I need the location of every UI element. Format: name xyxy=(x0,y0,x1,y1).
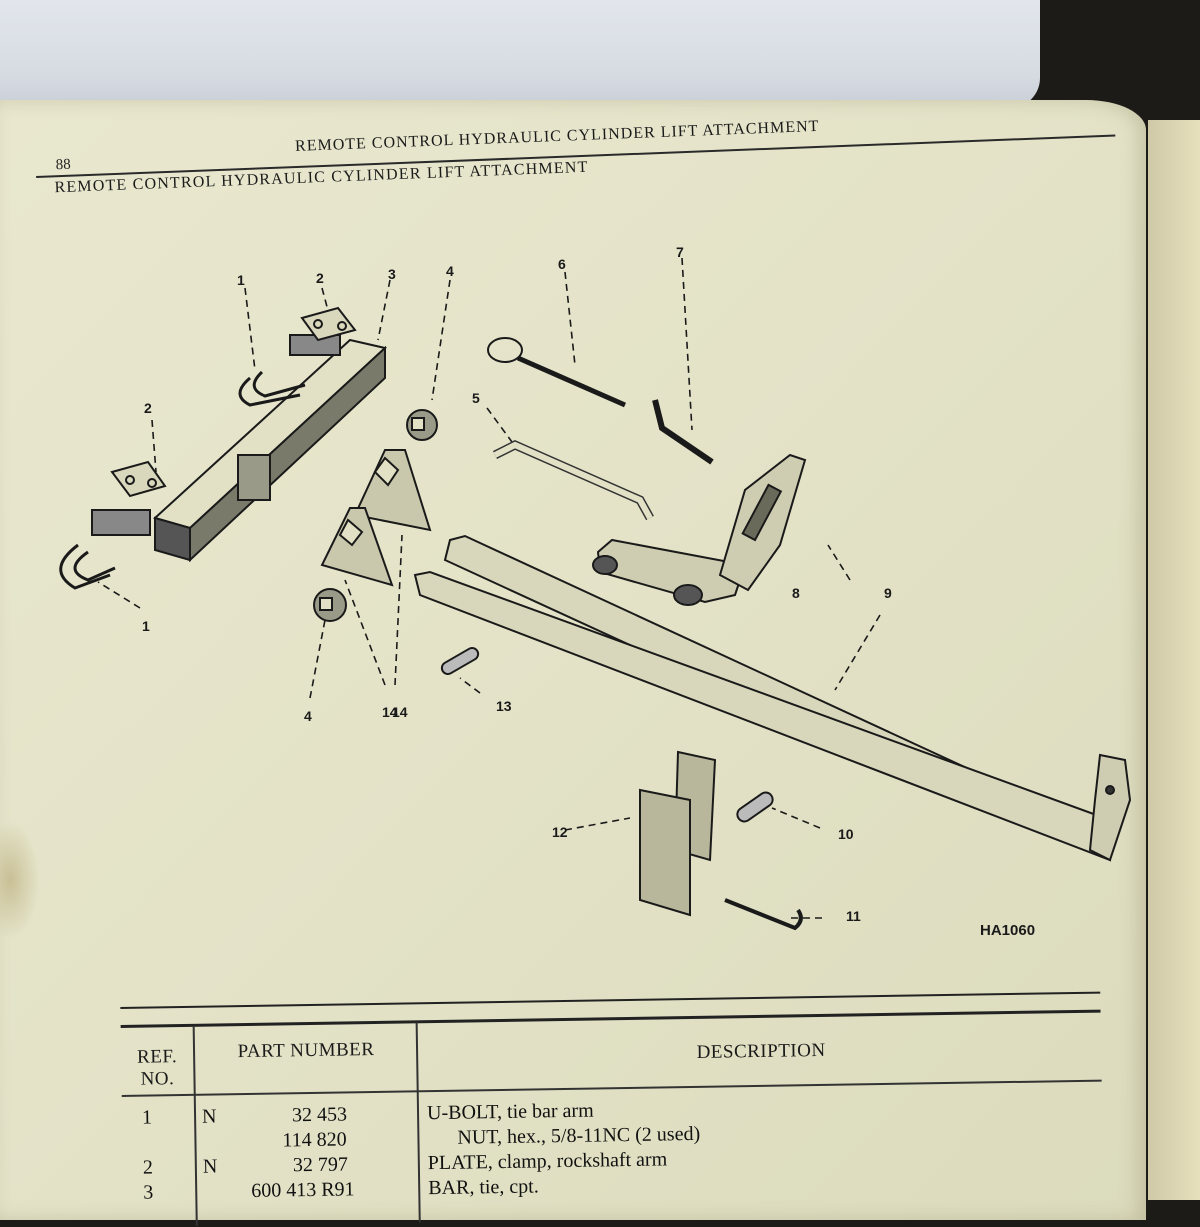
callout-14: 14 xyxy=(382,704,398,720)
callout-7: 7 xyxy=(676,244,684,260)
part-cell: 32 797 xyxy=(292,1153,349,1177)
column-divider xyxy=(415,1022,421,1223)
part-cell: 32 453 xyxy=(291,1103,348,1127)
exploded-parts-diagram: 1 2 3 4 5 6 7 8 9 10 11 12 13 14 2 1 4 1… xyxy=(0,200,1146,960)
table-top-rule xyxy=(120,991,1101,1009)
callout-1-top: 1 xyxy=(237,272,245,288)
callout-10: 10 xyxy=(838,826,854,842)
flag-cell: N xyxy=(202,1155,218,1178)
description-cell: U-BOLT, tie bar arm xyxy=(426,1099,594,1125)
background-paper-sheet xyxy=(0,0,1040,108)
manual-page xyxy=(0,100,1146,1220)
ref-cell: 2 xyxy=(142,1156,154,1179)
callout-1-left: 1 xyxy=(142,618,150,634)
ref-cell: 1 xyxy=(141,1106,153,1129)
callout-4-bottom: 4 xyxy=(304,708,312,724)
description-cell: NUT, hex., 5/8-11NC (2 used) xyxy=(427,1122,701,1150)
ref-cell: 3 xyxy=(143,1181,154,1204)
callout-13: 13 xyxy=(496,698,512,714)
callout-6: 6 xyxy=(558,256,566,272)
page-number: 88 xyxy=(55,156,71,174)
callout-2-left: 2 xyxy=(144,400,152,416)
callout-14-second: 14 xyxy=(392,704,408,720)
parts-illustration xyxy=(59,257,1132,931)
callout-5: 5 xyxy=(472,390,480,406)
callout-8: 8 xyxy=(792,585,800,601)
adjacent-page-edge xyxy=(1148,120,1200,1200)
column-divider xyxy=(192,1025,198,1226)
callout-12: 12 xyxy=(552,824,568,840)
header-description: DESCRIPTION xyxy=(696,1039,826,1063)
description-cell: BAR, tie, cpt. xyxy=(428,1175,539,1200)
table-header-rule xyxy=(121,1079,1102,1097)
figure-code: HA1060 xyxy=(980,922,1036,939)
callout-11: 11 xyxy=(846,908,861,924)
callout-4-top: 4 xyxy=(446,263,454,279)
callout-2-top: 2 xyxy=(316,270,324,286)
part-cell: 114 820 xyxy=(282,1128,347,1152)
part-cell: 600 413 R91 xyxy=(251,1178,355,1202)
header-ref-no: REF. NO. xyxy=(136,1046,178,1090)
callout-9: 9 xyxy=(884,585,892,601)
header-part-number: PART NUMBER xyxy=(237,1039,375,1063)
callout-3: 3 xyxy=(388,266,396,282)
table-top-rule-heavy xyxy=(120,1009,1101,1028)
parts-table: REF. NO. PART NUMBER DESCRIPTION 1 N 32 … xyxy=(120,969,1113,1226)
description-cell: PLATE, clamp, rockshaft arm xyxy=(427,1148,668,1175)
flag-cell: N xyxy=(201,1105,217,1128)
